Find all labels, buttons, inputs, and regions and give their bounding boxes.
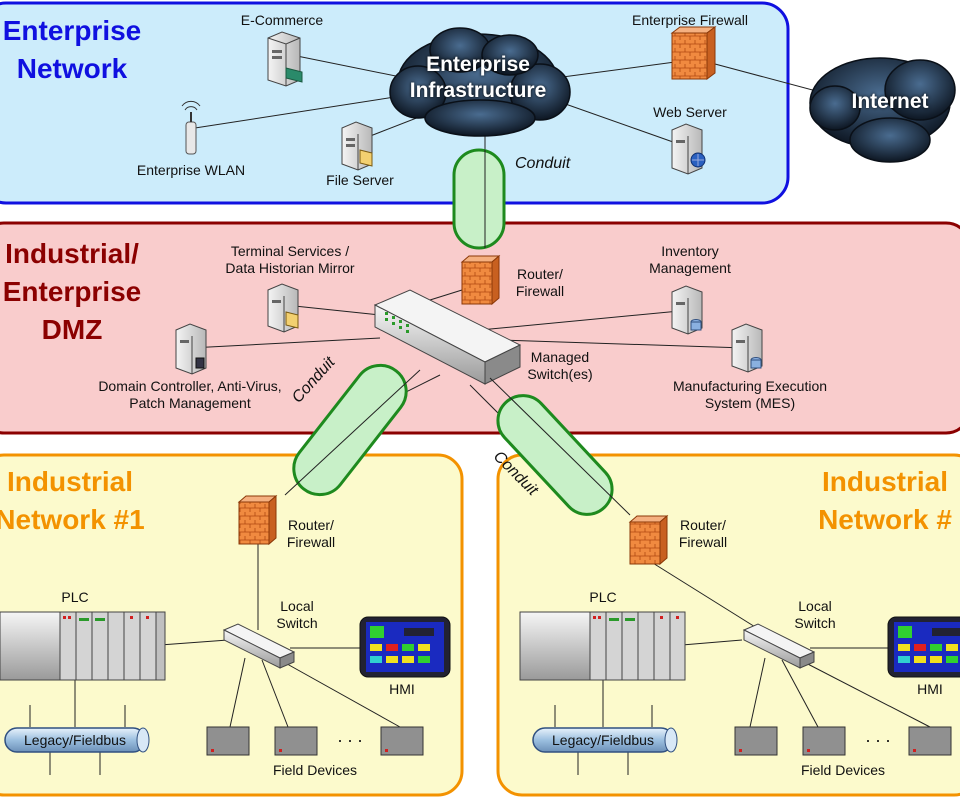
- industrial1-fieldbus-label: Legacy/Fieldbus: [24, 732, 126, 748]
- inventory-label: Inventory Management: [649, 243, 731, 276]
- industrial2-fieldbus-pipe: [532, 727, 678, 753]
- industrial2-router-label: Router/ Firewall: [678, 517, 728, 550]
- industrial2-firewall-icon: [628, 514, 669, 566]
- internet-label: Internet: [851, 90, 929, 113]
- enterprise-wlan-label: Enterprise WLAN: [136, 162, 246, 178]
- enterprise-firewall-label: Enterprise Firewall: [632, 12, 748, 28]
- industrial1-zone: [0, 453, 464, 797]
- industrial2-plc-label: PLC: [589, 589, 617, 605]
- industrial2-ellipsis: . . .: [865, 726, 891, 746]
- web-server-icon: [671, 123, 706, 175]
- file-server-label: File Server: [326, 172, 394, 188]
- industrial1-zone-title: Industrial Network #1: [0, 466, 145, 535]
- industrial2-links: [554, 559, 931, 775]
- conduit-top-label: Conduit: [515, 155, 571, 172]
- industrial2-zone-title: Industrial Network #: [818, 466, 952, 535]
- industrial1-plc-icon: [0, 611, 166, 681]
- inventory-server-icon: [671, 285, 703, 335]
- terminal-services-server-icon: [267, 283, 299, 333]
- industrial2-hmi-label: HMI: [917, 681, 943, 697]
- industrial1-field-devices-label: Field Devices: [272, 762, 358, 778]
- industrial2-fieldbus-label: Legacy/Fieldbus: [552, 732, 654, 748]
- ecommerce-server-icon: [267, 31, 303, 87]
- industrial1-local-switch-icon: [222, 623, 296, 669]
- internet-cloud: [809, 57, 956, 163]
- wlan-antenna-icon: [181, 100, 201, 155]
- conduit-top: [452, 148, 506, 250]
- industrial2-switch-label: Local Switch: [794, 598, 836, 631]
- industrial2-field-devices: [734, 726, 952, 756]
- dmz-zone-title: Industrial/ Enterprise DMZ: [2, 238, 142, 345]
- conduit-right: [496, 394, 614, 516]
- web-server-label: Web Server: [653, 104, 727, 120]
- industrial1-firewall-icon: [237, 494, 278, 546]
- industrial1-hmi-icon: [359, 616, 451, 678]
- enterprise-zone-title: Enterprise Network: [2, 15, 142, 84]
- industrial2-plc-icon: [519, 611, 686, 681]
- industrial1-switch-label: Local Switch: [276, 598, 318, 631]
- domain-controller-server-icon: [175, 323, 207, 375]
- terminal-services-label: Terminal Services / Data Historian Mirro…: [225, 243, 355, 276]
- industrial2-hmi-icon: [887, 616, 960, 678]
- ecommerce-label: E-Commerce: [240, 12, 324, 28]
- enterprise-infrastructure-cloud: [389, 27, 571, 137]
- enterprise-infrastructure-label: Enterprise Infrastructure: [409, 53, 547, 102]
- conduit-left: [292, 363, 408, 497]
- mes-label: Manufacturing Execution System (MES): [672, 378, 828, 411]
- industrial1-field-devices: [206, 726, 424, 756]
- enterprise-firewall-icon: [670, 26, 717, 80]
- industrial1-ellipsis: . . .: [337, 726, 363, 746]
- mes-server-icon: [731, 323, 763, 373]
- file-server-icon: [341, 121, 373, 171]
- managed-switch-icon: [373, 289, 522, 385]
- industrial1-hmi-label: HMI: [389, 681, 415, 697]
- dmz-firewall-icon: [460, 254, 501, 306]
- domain-controller-label: Domain Controller, Anti-Virus, Patch Man…: [98, 378, 282, 411]
- industrial2-local-switch-icon: [742, 623, 816, 669]
- industrial2-zone: [496, 453, 960, 797]
- industrial2-field-devices-label: Field Devices: [800, 762, 886, 778]
- dmz-router-label: Router/ Firewall: [515, 266, 565, 299]
- industrial1-fieldbus-pipe: [4, 727, 150, 753]
- managed-switch-label: Managed Switch(es): [527, 349, 593, 382]
- industrial1-links: [29, 540, 401, 775]
- industrial1-router-label: Router/ Firewall: [286, 517, 336, 550]
- industrial1-plc-label: PLC: [61, 589, 89, 605]
